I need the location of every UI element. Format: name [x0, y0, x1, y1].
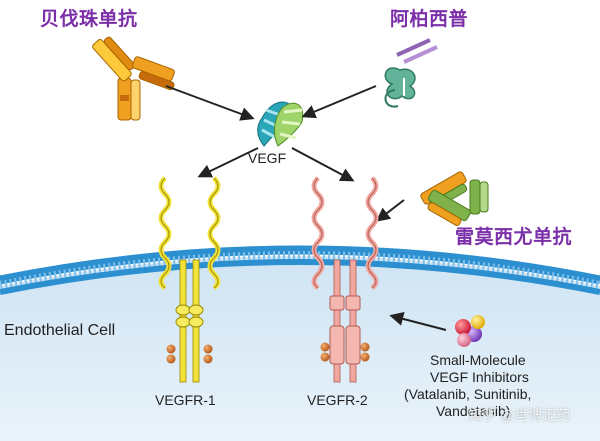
label-inhibitors-line4: Vandetanib)	[436, 403, 511, 419]
label-bevacizumab: 贝伐珠单抗	[40, 8, 138, 30]
label-vegf: VEGF	[248, 150, 287, 166]
vegf-dimer	[257, 101, 304, 147]
cell-membrane-outer	[0, 245, 600, 285]
label-inhibitors-line3: (Vatalanib, Sunitinib,	[404, 386, 532, 402]
cell-membrane-stripes	[0, 251, 600, 289]
label-aflibercept: 阿柏西普	[390, 8, 469, 30]
label-vegfr1: VEGFR-1	[155, 392, 216, 408]
label-inhibitors-line2: VEGF Inhibitors	[430, 369, 529, 385]
label-endothelial-cell: Endothelial Cell	[4, 322, 116, 339]
arrow-vegf-to-vegfr2	[291, 147, 355, 182]
label-ramucirumab: 雷莫西尤单抗	[455, 226, 573, 248]
small-molecule-inhibitor-icon	[455, 315, 485, 347]
cell-membrane-inner	[0, 259, 600, 295]
arrow-ramucirumab-to-vegfr2	[375, 199, 405, 222]
arrow-inhibitors-to-vegfr2	[389, 312, 447, 331]
label-inhibitors-line1: Small-Molecule	[430, 352, 526, 368]
watermark: 知乎 @肖博记药	[468, 407, 571, 423]
vegfr2-receptor	[311, 176, 379, 383]
ramucirumab-antibody	[420, 171, 489, 226]
cell-interior	[0, 256, 600, 441]
arrow-bevacizumab-to-vegf	[165, 85, 255, 121]
aflibercept-fusion-protein	[384, 38, 438, 108]
arrow-vegf-to-vegfr1	[197, 147, 259, 178]
bevacizumab-antibody	[92, 36, 175, 121]
vegfr1-receptor	[158, 176, 221, 383]
label-vegfr2: VEGFR-2	[307, 392, 368, 408]
arrow-aflibercept-to-vegf	[301, 85, 377, 119]
